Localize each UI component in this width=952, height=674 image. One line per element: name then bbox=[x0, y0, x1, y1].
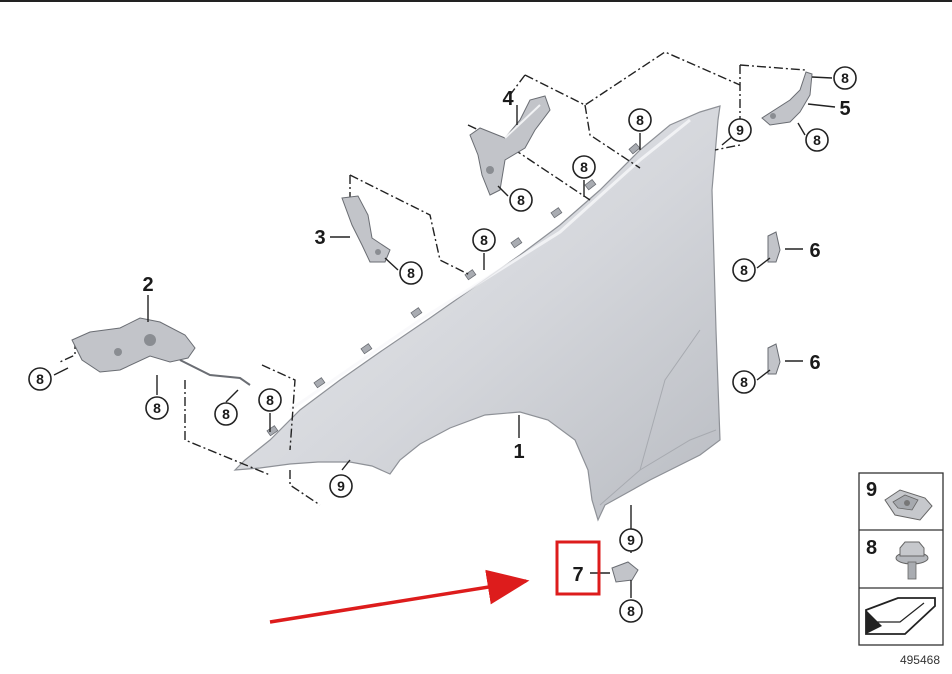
callout-bracket-upper: 4 bbox=[502, 88, 514, 110]
svg-text:8: 8 bbox=[841, 70, 849, 86]
svg-text:9: 9 bbox=[627, 532, 635, 548]
callout-bracket-left: 2 bbox=[142, 274, 153, 296]
hex-bolt-icon bbox=[895, 541, 929, 580]
bracket-left-part bbox=[71, 317, 251, 386]
clip-upper-part bbox=[767, 231, 781, 263]
bracket-right-part bbox=[761, 71, 813, 126]
legend-nut-number: 9 bbox=[866, 479, 877, 501]
bolt-callout: 8 bbox=[28, 367, 52, 391]
legend-row-bolt: 8 bbox=[866, 537, 929, 580]
bolt-callout: 8 bbox=[732, 370, 756, 394]
svg-text:8: 8 bbox=[407, 265, 415, 281]
bolt-callout: 8 bbox=[732, 258, 756, 282]
bolt-callout: 8 bbox=[214, 402, 238, 426]
nut-callout: 9 bbox=[728, 118, 752, 142]
nut-callout: 9 bbox=[619, 528, 643, 552]
diagram-number: 495468 bbox=[900, 653, 940, 667]
legend-row-nut: 9 bbox=[866, 479, 933, 521]
bolt-callout: 8 bbox=[472, 228, 496, 252]
bracket-upper-part bbox=[469, 95, 551, 196]
callout-clip-bottom: 7 bbox=[572, 564, 583, 586]
bolt-callout: 8 bbox=[628, 108, 652, 132]
clip-bottom-part bbox=[611, 561, 639, 583]
bolt-callout: 8 bbox=[509, 188, 533, 212]
fastener-legend: 9 8 bbox=[858, 472, 944, 646]
callout-clip-upper: 6 bbox=[809, 240, 820, 262]
bolt-callout: 8 bbox=[399, 261, 423, 285]
bolt-callout: 8 bbox=[258, 388, 282, 412]
callout-bracket-mid: 3 bbox=[314, 227, 325, 249]
bolt-callout: 8 bbox=[572, 155, 596, 179]
fender-arrow-icon bbox=[865, 597, 936, 635]
svg-text:8: 8 bbox=[636, 112, 644, 128]
svg-text:8: 8 bbox=[36, 371, 44, 387]
legend-bolt-number: 8 bbox=[866, 537, 877, 559]
clip-nut-icon bbox=[884, 489, 933, 521]
highlight-arrow bbox=[269, 569, 530, 624]
part-labels: 1 2 3 4 5 6 6 7 bbox=[142, 88, 850, 586]
clip-lower-part bbox=[767, 343, 781, 375]
svg-text:8: 8 bbox=[266, 392, 274, 408]
bolt-callout: 8 bbox=[805, 128, 829, 152]
svg-text:9: 9 bbox=[736, 122, 744, 138]
svg-text:8: 8 bbox=[580, 159, 588, 175]
callout-clip-lower: 6 bbox=[809, 352, 820, 374]
front-fender bbox=[233, 105, 721, 522]
svg-text:8: 8 bbox=[813, 132, 821, 148]
callout-bracket-right: 5 bbox=[839, 98, 850, 120]
bolt-callout: 8 bbox=[833, 66, 857, 90]
svg-text:8: 8 bbox=[480, 232, 488, 248]
fastener-callouts: 8 8 9 8 8 8 8 8 8 8 8 8 9 8 8 9 8 bbox=[28, 66, 857, 623]
svg-text:8: 8 bbox=[222, 406, 230, 422]
highlight-box bbox=[555, 540, 601, 596]
bracket-mid-part bbox=[341, 195, 391, 263]
nut-callout: 9 bbox=[329, 474, 353, 498]
bolt-callout: 8 bbox=[145, 396, 169, 420]
svg-text:8: 8 bbox=[740, 262, 748, 278]
callout-fender: 1 bbox=[513, 441, 524, 463]
bolt-callout: 8 bbox=[619, 599, 643, 623]
svg-text:8: 8 bbox=[517, 192, 525, 208]
svg-text:8: 8 bbox=[153, 400, 161, 416]
svg-text:8: 8 bbox=[740, 374, 748, 390]
svg-text:9: 9 bbox=[337, 478, 345, 494]
svg-text:8: 8 bbox=[627, 603, 635, 619]
